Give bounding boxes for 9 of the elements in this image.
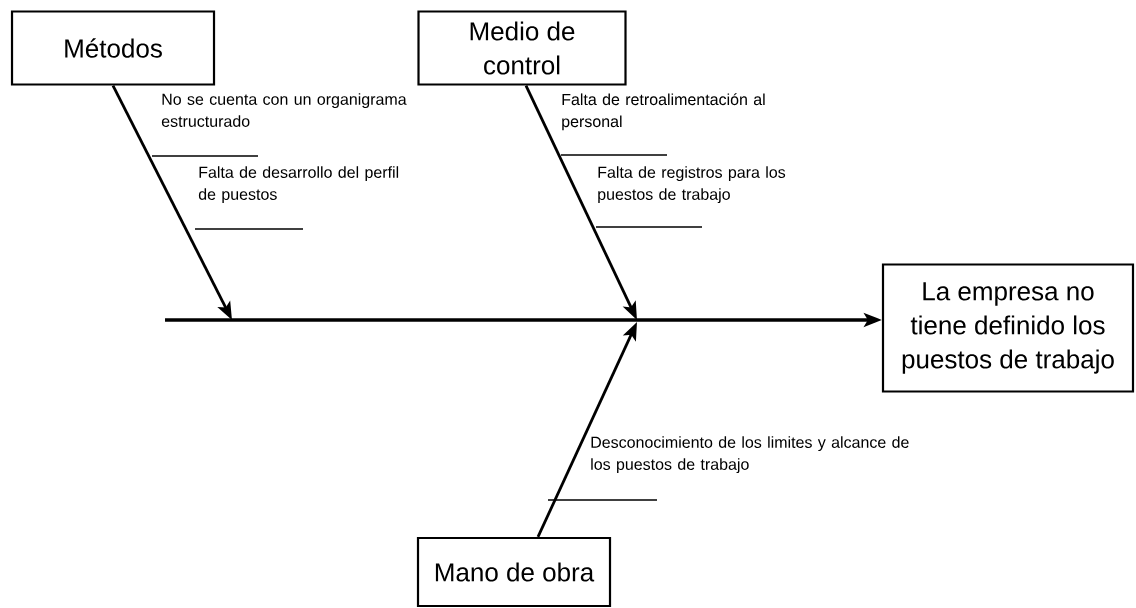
cause-box: La empresa no tiene definido los puestos de trabajo xyxy=(881,263,1135,393)
cause-box: Mano de obra xyxy=(416,536,612,608)
cause-text: No se cuenta con un organigrama estructurado xyxy=(161,93,407,127)
cause-box: Medio de control xyxy=(417,10,627,86)
cause-text: Desconocimiento de los limites y alcance de los puestos de trabajo xyxy=(591,436,909,474)
cause-text: Falta de registros para los puestos de trabajo xyxy=(598,166,786,204)
cause-text: Falta de retroalimentación al personal xyxy=(562,93,765,131)
cause-text: Falta de desarrollo del perfil de puestos xyxy=(198,166,399,204)
cause-box: Métodos xyxy=(10,10,216,86)
